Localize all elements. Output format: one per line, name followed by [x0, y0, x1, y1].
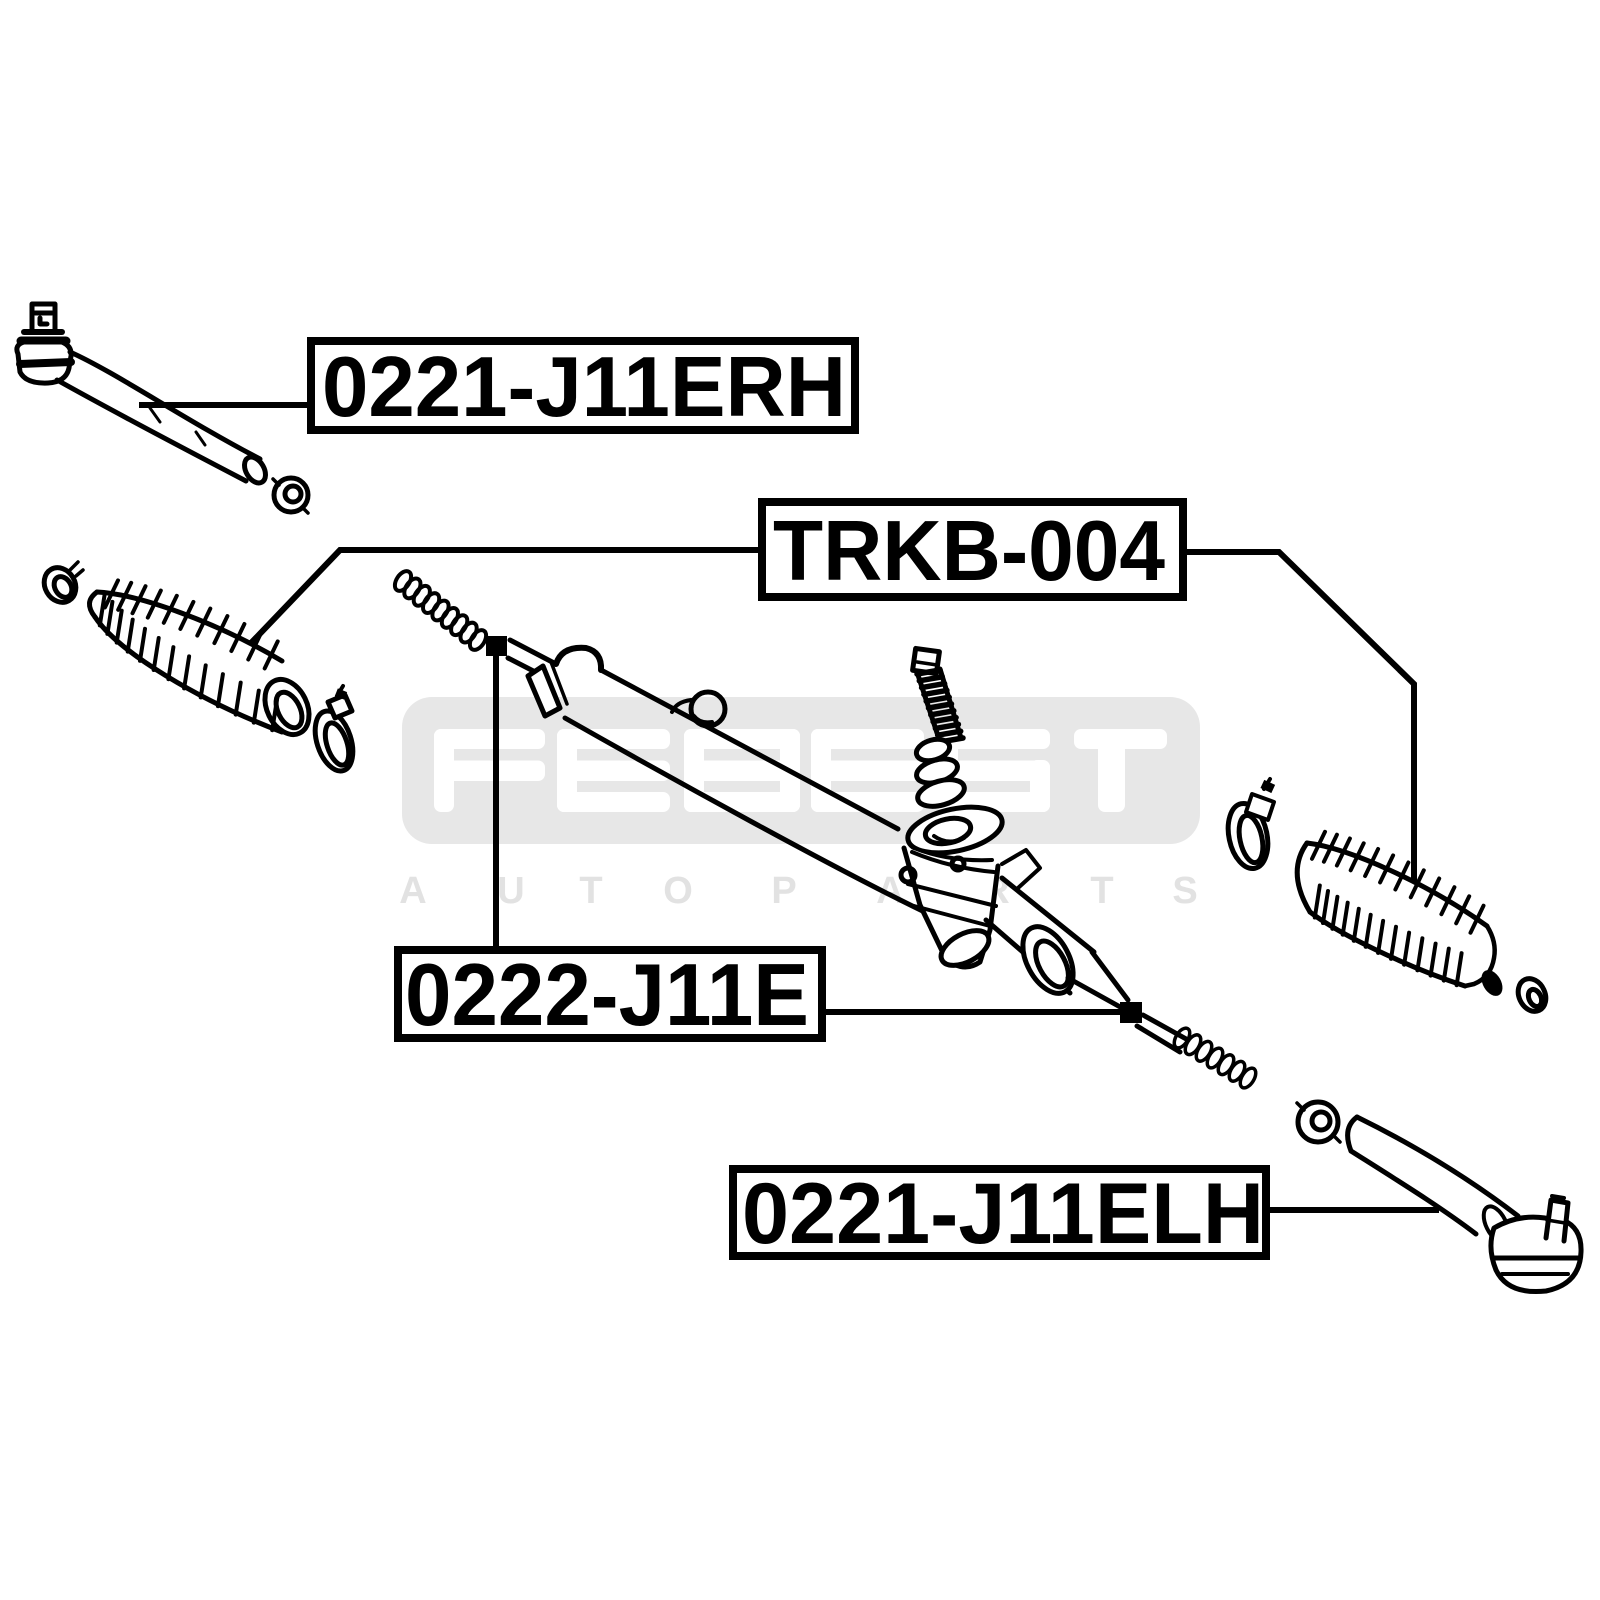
- svg-text:0221-J11ELH: 0221-J11ELH: [742, 1166, 1264, 1262]
- svg-text:O: O: [663, 870, 693, 912]
- svg-text:U: U: [497, 870, 524, 912]
- svg-text:P: P: [771, 870, 796, 912]
- svg-text:T: T: [1090, 870, 1113, 912]
- svg-text:TRKB-004: TRKB-004: [773, 504, 1165, 599]
- svg-text:0222-J11E: 0222-J11E: [405, 945, 809, 1044]
- svg-text:0221-J11ERH: 0221-J11ERH: [322, 340, 846, 435]
- svg-text:A: A: [399, 870, 426, 912]
- svg-text:S: S: [1172, 870, 1197, 912]
- svg-text:T: T: [579, 870, 602, 912]
